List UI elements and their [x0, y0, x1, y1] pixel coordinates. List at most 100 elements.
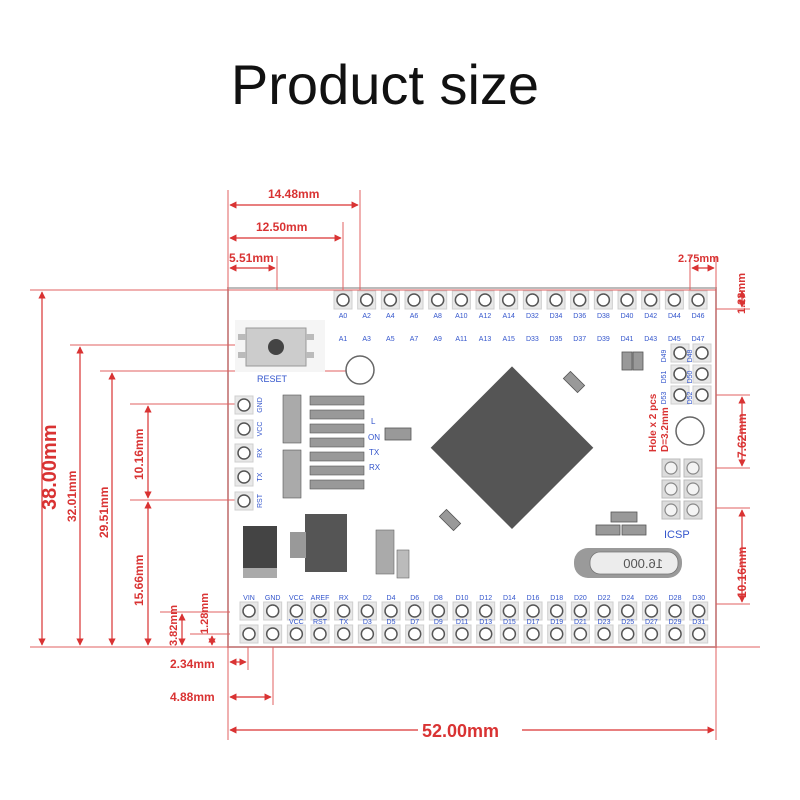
pin-bottom-row2-2	[286, 624, 306, 644]
dim-1-23: 1.23mm	[736, 273, 748, 314]
pin-bottom-row2-9	[452, 624, 472, 644]
side-label-GND: GND	[257, 397, 264, 413]
pin-bottom-row2-1	[263, 624, 283, 644]
pin-label-D40: D40	[621, 313, 634, 320]
pin-label-D45: D45	[668, 336, 681, 343]
pin-label-D34: D34	[550, 313, 563, 320]
spi-label-D49: D49	[661, 349, 668, 362]
icsp-header	[661, 458, 703, 520]
pin-label-row2-D25: D25	[621, 619, 634, 626]
dim-7-62-right: 7.62mm	[735, 413, 749, 458]
pin-top-D42	[641, 290, 661, 310]
pin-label-D36: D36	[573, 313, 586, 320]
pin-label-row2-D9: D9	[434, 619, 443, 626]
pin-top-A6	[404, 290, 424, 310]
pin-label-row2-D21: D21	[574, 619, 587, 626]
pin-label-D44: D44	[668, 313, 681, 320]
pin-spi-right-0	[692, 343, 712, 363]
pin-bottom-row1-10	[476, 601, 496, 621]
pin-label-A5: A5	[386, 336, 395, 343]
dim-14-48: 14.48mm	[268, 187, 319, 201]
pin-top-D40	[617, 290, 637, 310]
pin-side-GND	[234, 395, 254, 415]
pin-label-A10: A10	[455, 313, 468, 320]
pin-label-row2-D19: D19	[550, 619, 563, 626]
pin-top-A4	[380, 290, 400, 310]
pin-side-VCC	[234, 419, 254, 439]
led-label-tx: TX	[369, 448, 380, 457]
dim-52-00: 52.00mm	[422, 721, 499, 741]
pin-bottom-row1-9	[452, 601, 472, 621]
dim-12-50: 12.50mm	[256, 220, 307, 234]
pin-label-row2-D29: D29	[669, 619, 682, 626]
side-label-TX: TX	[257, 472, 264, 481]
pin-bottom-row2-13	[547, 624, 567, 644]
dim-2-34: 2.34mm	[170, 657, 215, 671]
pin-label-row2-D13: D13	[479, 619, 492, 626]
pin-bottom-row2-7	[405, 624, 425, 644]
resistor-array	[282, 394, 365, 499]
pin-bottom-row1-18	[665, 601, 685, 621]
pin-label-VCC: VCC	[289, 595, 304, 602]
pin-label-row2-D11: D11	[456, 619, 468, 626]
pin-bottom-row2-10	[476, 624, 496, 644]
pin-label-RX: RX	[339, 595, 349, 602]
pin-label-D6: D6	[410, 595, 419, 602]
pin-side-TX	[234, 467, 254, 487]
pin-top-A8	[428, 290, 448, 310]
pin-label-A7: A7	[410, 336, 419, 343]
spi-label-D51: D51	[661, 370, 668, 383]
pin-bottom-row2-3	[310, 624, 330, 644]
reset-button-component: RESET	[235, 320, 325, 384]
pin-label-A6: A6	[410, 313, 419, 320]
dim-4-88: 4.88mm	[170, 690, 215, 704]
pin-top-A12	[475, 290, 495, 310]
spi-label-D50: D50	[687, 370, 694, 383]
pin-side-RX	[234, 443, 254, 463]
pin-label-D4: D4	[387, 595, 396, 602]
regulator	[305, 514, 347, 572]
pin-side-RST	[234, 491, 254, 511]
icsp-label: ICSP	[664, 529, 690, 541]
dimension-labels: 14.48mm 12.50mm 5.51mm 2.75mm 1.23mm 7.6…	[39, 187, 749, 741]
pin-top-A10	[451, 290, 471, 310]
pin-spi-right-1	[692, 364, 712, 384]
pin-label-D2: D2	[363, 595, 372, 602]
icsp-pin	[683, 479, 703, 499]
pin-label-A3: A3	[362, 336, 371, 343]
dim-15-66: 15.66mm	[132, 555, 146, 606]
pin-bottom-row2-0	[239, 624, 259, 644]
pin-label-D35: D35	[550, 336, 563, 343]
pin-label-D10: D10	[456, 595, 469, 602]
pin-bottom-row1-19	[689, 601, 709, 621]
icsp-pin	[683, 458, 703, 478]
pin-label-D42: D42	[644, 313, 657, 320]
dim-10-16-left: 10.16mm	[132, 429, 146, 480]
pin-bottom-row2-18	[665, 624, 685, 644]
pin-bottom-row2-6	[381, 624, 401, 644]
spi-label-D48: D48	[687, 349, 694, 362]
pin-bottom-row1-4	[334, 601, 354, 621]
pin-bottom-row1-14	[570, 601, 590, 621]
pin-top-A14	[499, 290, 519, 310]
pin-label-D38: D38	[597, 313, 610, 320]
pin-label-VIN: VIN	[243, 595, 255, 602]
led-labels: L ON TX RX	[368, 417, 381, 472]
pin-bottom-row2-4	[334, 624, 354, 644]
pin-bottom-row1-5	[357, 601, 377, 621]
dim-10-16-right: 10.16mm	[735, 547, 749, 598]
hole-note-diameter: D=3.2mm	[660, 407, 671, 452]
pin-bottom-row1-8	[428, 601, 448, 621]
pin-bottom-row2-17	[641, 624, 661, 644]
pin-spi-left-2	[670, 385, 690, 405]
mounting-hole-1	[345, 355, 375, 385]
pin-top-D36	[570, 290, 590, 310]
pin-label-row2-D5: D5	[387, 619, 396, 626]
pin-label-D14: D14	[503, 595, 516, 602]
pin-label-row2-D31: D31	[692, 619, 705, 626]
extension-lines	[30, 190, 760, 740]
pin-spi-left-1	[670, 364, 690, 384]
pin-bottom-row1-7	[405, 601, 425, 621]
